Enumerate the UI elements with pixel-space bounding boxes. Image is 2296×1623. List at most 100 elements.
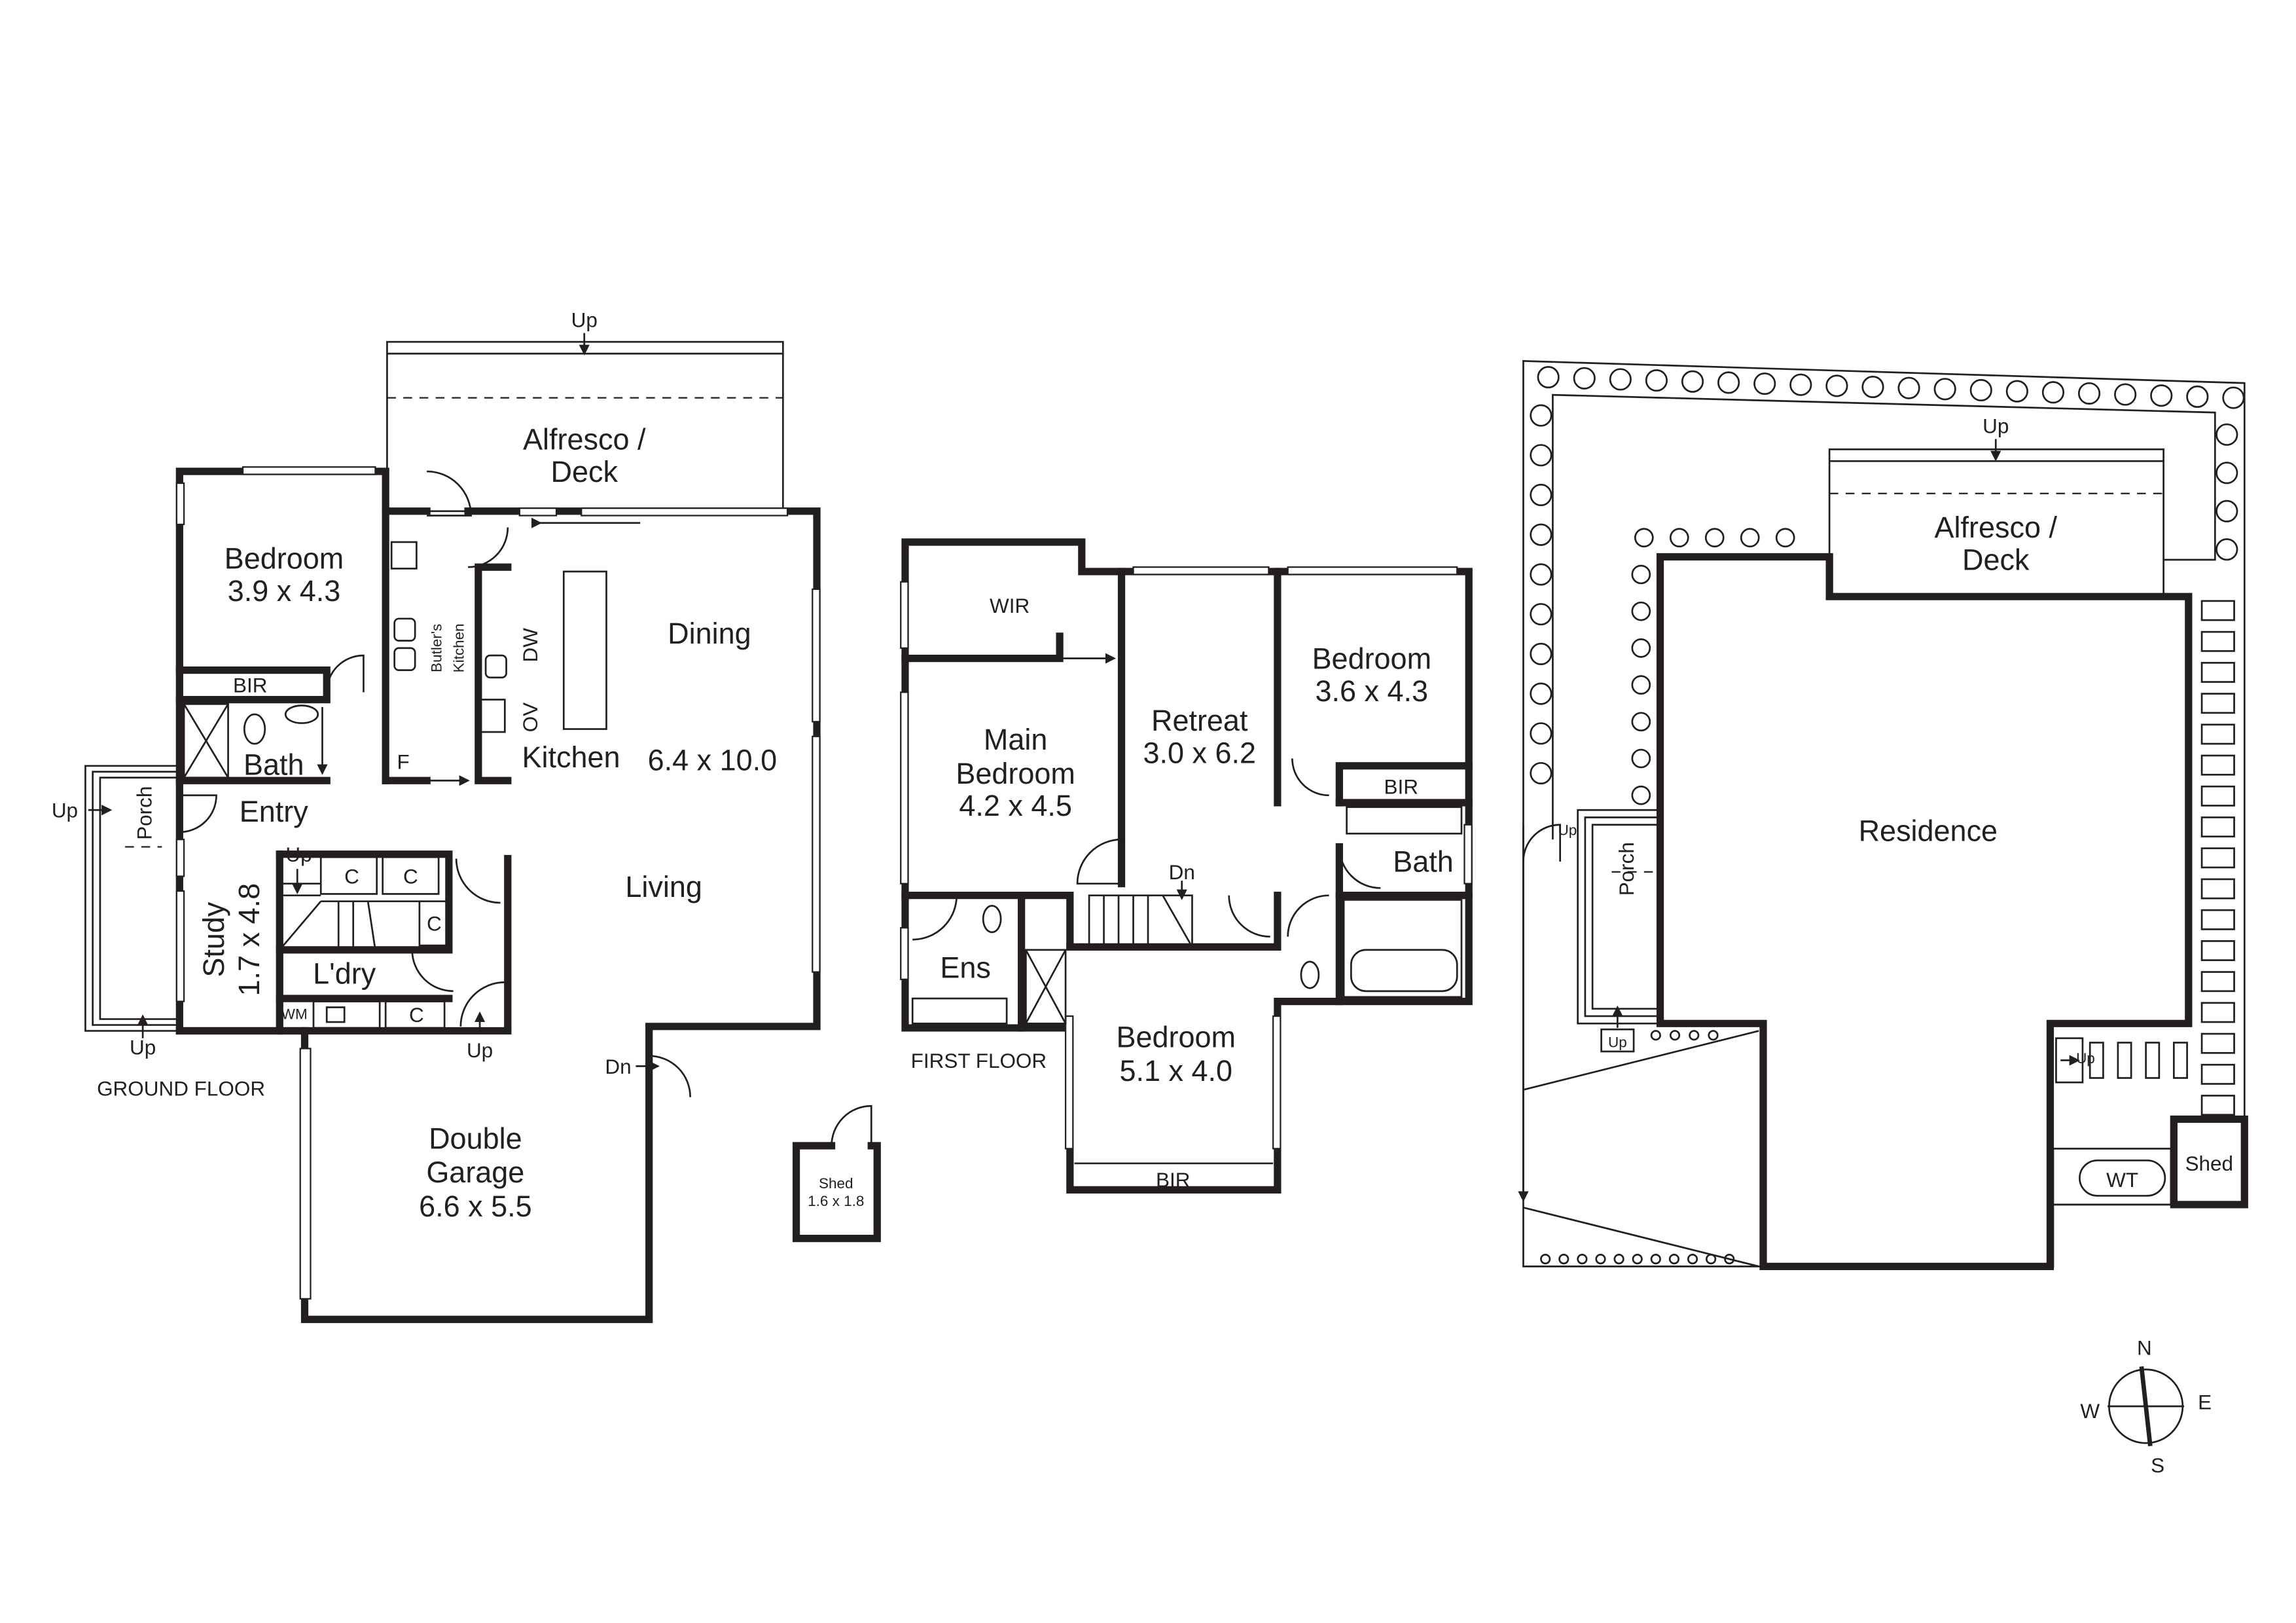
tree-icon [1631,785,1651,805]
paver [2200,847,2235,869]
room-label-wir: WIR [990,594,1030,617]
tree-icon [1634,528,1654,548]
room-label-kitchen: Kitchen [522,740,620,774]
down-label: Dn [1169,861,1195,884]
door-icon [1338,847,1381,889]
tree-icon [1631,712,1651,732]
room-label-living: Living [625,870,702,903]
tree-icon [2005,380,2028,403]
first-floor-walls [901,538,1473,1194]
tree-icon [2215,500,2238,522]
tree-icon [1609,368,1632,391]
cupboard [418,900,450,947]
room-label-butlers-kitchen: Butler's [429,624,445,672]
tree-icon [1706,1254,1717,1265]
tree-icon [1897,376,1920,399]
floor-title-first: FIRST FLOOR [911,1049,1047,1072]
up-label: Up [1608,1034,1627,1050]
stepping-pavers [2089,600,2235,1116]
room-label-alfresco: Alfresco / [1935,511,2058,544]
staircase [1088,881,1193,948]
porch: Up Up Porch [52,765,177,1059]
tree-icon [1669,1030,1681,1041]
compass-south: S [2151,1454,2164,1477]
tree-icon [1789,373,1812,396]
cupboard [319,856,378,895]
oven-label: OV [519,702,542,732]
room-label-bir: BIR [1384,776,1418,799]
compass-east: E [2198,1391,2212,1413]
door-icon [179,794,217,833]
tree-icon [2215,538,2238,561]
tree-icon [2150,384,2173,407]
room-label-retreat: Retreat [1151,704,1248,737]
site-porch: Up Porch Up [1522,809,1660,1053]
tree-icon [1861,375,1884,399]
sink-icon [393,617,416,642]
up-label: Up [1558,822,1577,838]
room-label-shed: Shed [819,1175,853,1192]
room-label-bath: Bath [243,748,304,781]
room-label-main-bedroom: Main [984,723,1047,756]
room-size-garage: 6.6 x 5.5 [419,1190,532,1223]
paver [2200,1002,2235,1023]
tree-icon [1668,1254,1680,1265]
tree-icon [1540,1254,1551,1265]
tree-icon [1530,404,1552,427]
room-size-shed: 1.6 x 1.8 [808,1193,864,1209]
up-label: Up [52,799,78,822]
paver [2200,754,2235,776]
tree-icon [1595,1254,1606,1265]
paver [2117,1042,2132,1079]
tree-icon [1933,378,1956,401]
toilet-icon [243,713,266,745]
dishwasher-label: DW [519,628,542,663]
tree-icon [2186,385,2209,408]
paver [2200,940,2235,961]
door-icon [649,1055,691,1097]
room-size-retreat: 3.0 x 6.2 [1143,736,1256,769]
fridge-label: F [397,750,410,773]
tree-icon [2222,386,2245,409]
cupboard [382,856,440,895]
door-icon [468,527,509,568]
tree-icon [1530,523,1552,546]
tree-icon [1631,564,1651,585]
residence-label: Residence [1859,814,1998,847]
paver [2200,878,2235,900]
room-size-study: 1.7 x 4.8 [232,883,266,996]
room-size-main-bedroom: 4.2 x 4.5 [959,789,1072,822]
room-label-deck: Deck [551,455,619,488]
toilet-icon [982,905,1002,934]
shed: Shed 1.6 x 1.8 [792,1104,881,1243]
door-icon [912,895,958,941]
door-icon [1287,894,1329,937]
up-label: Up [130,1036,156,1059]
tree-icon [1530,722,1552,745]
paver [2200,909,2235,930]
tree-icon [1631,675,1651,695]
staircase [279,869,420,951]
door-icon [1076,838,1122,885]
tree-icon [1645,369,1668,392]
tree-icon [1650,1254,1661,1265]
room-label-study: Study [197,902,230,977]
cupboard-label: C [403,866,418,888]
water-tank-label: WT [2106,1169,2138,1192]
paver [2200,630,2235,652]
vanity [1346,806,1463,835]
paver [2200,1095,2235,1116]
basin-icon [284,704,319,724]
paver [2200,723,2235,745]
tree-icon [1825,374,1848,397]
tree-icon [1969,378,1992,402]
washing-machine-label: WM [281,1006,308,1023]
tree-icon [1530,682,1552,705]
paver [2089,1042,2104,1079]
water-tank [2079,1159,2166,1197]
tree-icon [1573,367,1596,390]
tree-icon [1632,1254,1643,1265]
tree-icon [1530,642,1552,665]
tree-icon [1530,444,1552,467]
